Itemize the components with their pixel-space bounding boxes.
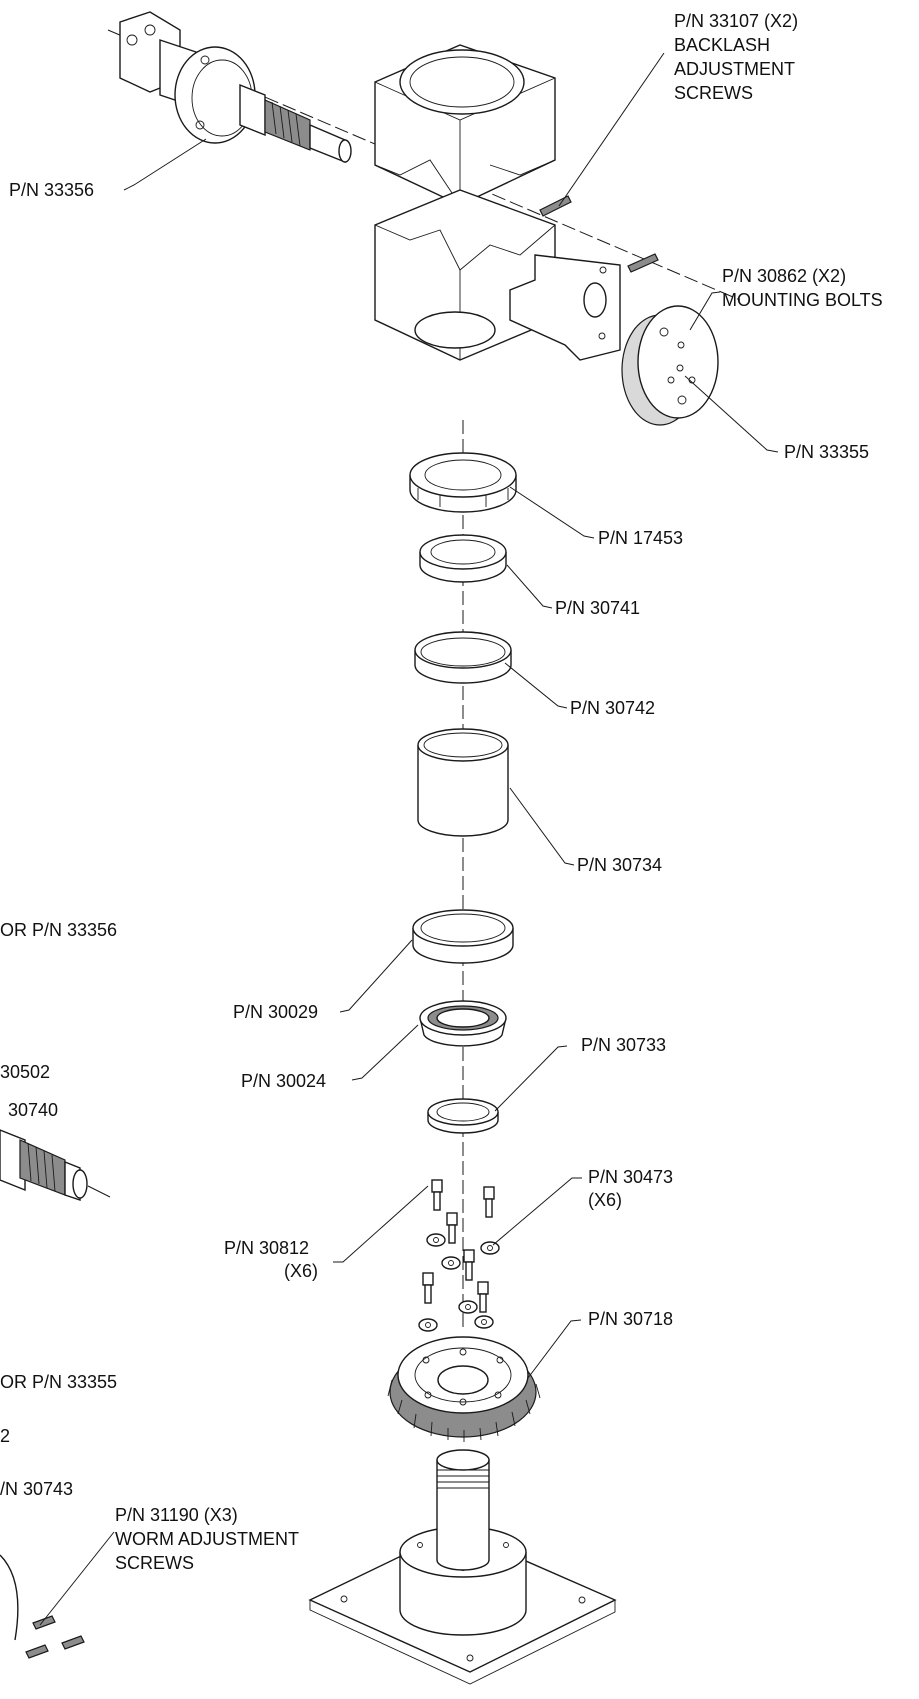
label-17453: P/N 17453 <box>598 528 683 548</box>
worm-shaft-part <box>107 11 741 301</box>
fragment-30743: /N 30743 <box>0 1479 73 1499</box>
label-33355: P/N 33355 <box>784 442 869 462</box>
backlash-screws-part <box>539 195 659 273</box>
fragment-30502: 30502 <box>0 1062 50 1082</box>
label-30718: P/N 30718 <box>588 1309 673 1329</box>
label-30741: P/N 30741 <box>555 598 640 618</box>
leader-lines <box>39 52 779 1626</box>
label-30029: P/N 30029 <box>233 1002 318 1022</box>
bolts-and-washers-part <box>418 1179 500 1332</box>
sleeve-part <box>417 728 509 837</box>
label-30742: P/N 30742 <box>570 698 655 718</box>
fragment-or-33356: OR P/N 33356 <box>0 920 117 940</box>
label-30862: P/N 30862 (X2)MOUNTING BOLTS <box>722 266 883 310</box>
bearing-cone-part <box>419 1000 507 1047</box>
label-30734: P/N 30734 <box>577 855 662 875</box>
label-30473: P/N 30473(X6) <box>588 1167 673 1210</box>
label-30812: P/N 30812(X6) <box>224 1238 318 1281</box>
partial-worm-shaft-part <box>0 1129 111 1201</box>
gear-housing-part <box>374 44 621 361</box>
fragment-2: 2 <box>0 1426 10 1446</box>
bearing-race-part <box>414 631 512 684</box>
lock-nut-part <box>409 452 517 513</box>
thrust-washer-part <box>427 1098 499 1134</box>
seal-part <box>419 534 507 583</box>
base-post-part <box>308 1449 617 1685</box>
label-33356: P/N 33356 <box>9 180 94 200</box>
fragment-or-33355: OR P/N 33355 <box>0 1372 117 1392</box>
label-30024: P/N 30024 <box>241 1071 326 1091</box>
bearing-cup-part <box>412 909 514 964</box>
mounting-flange-part <box>621 305 719 426</box>
label-30733: P/N 30733 <box>581 1035 666 1055</box>
fragment-30740: 30740 <box>8 1100 58 1120</box>
bevel-gear-part <box>387 1336 541 1442</box>
partial-flange-part <box>0 1554 85 1659</box>
